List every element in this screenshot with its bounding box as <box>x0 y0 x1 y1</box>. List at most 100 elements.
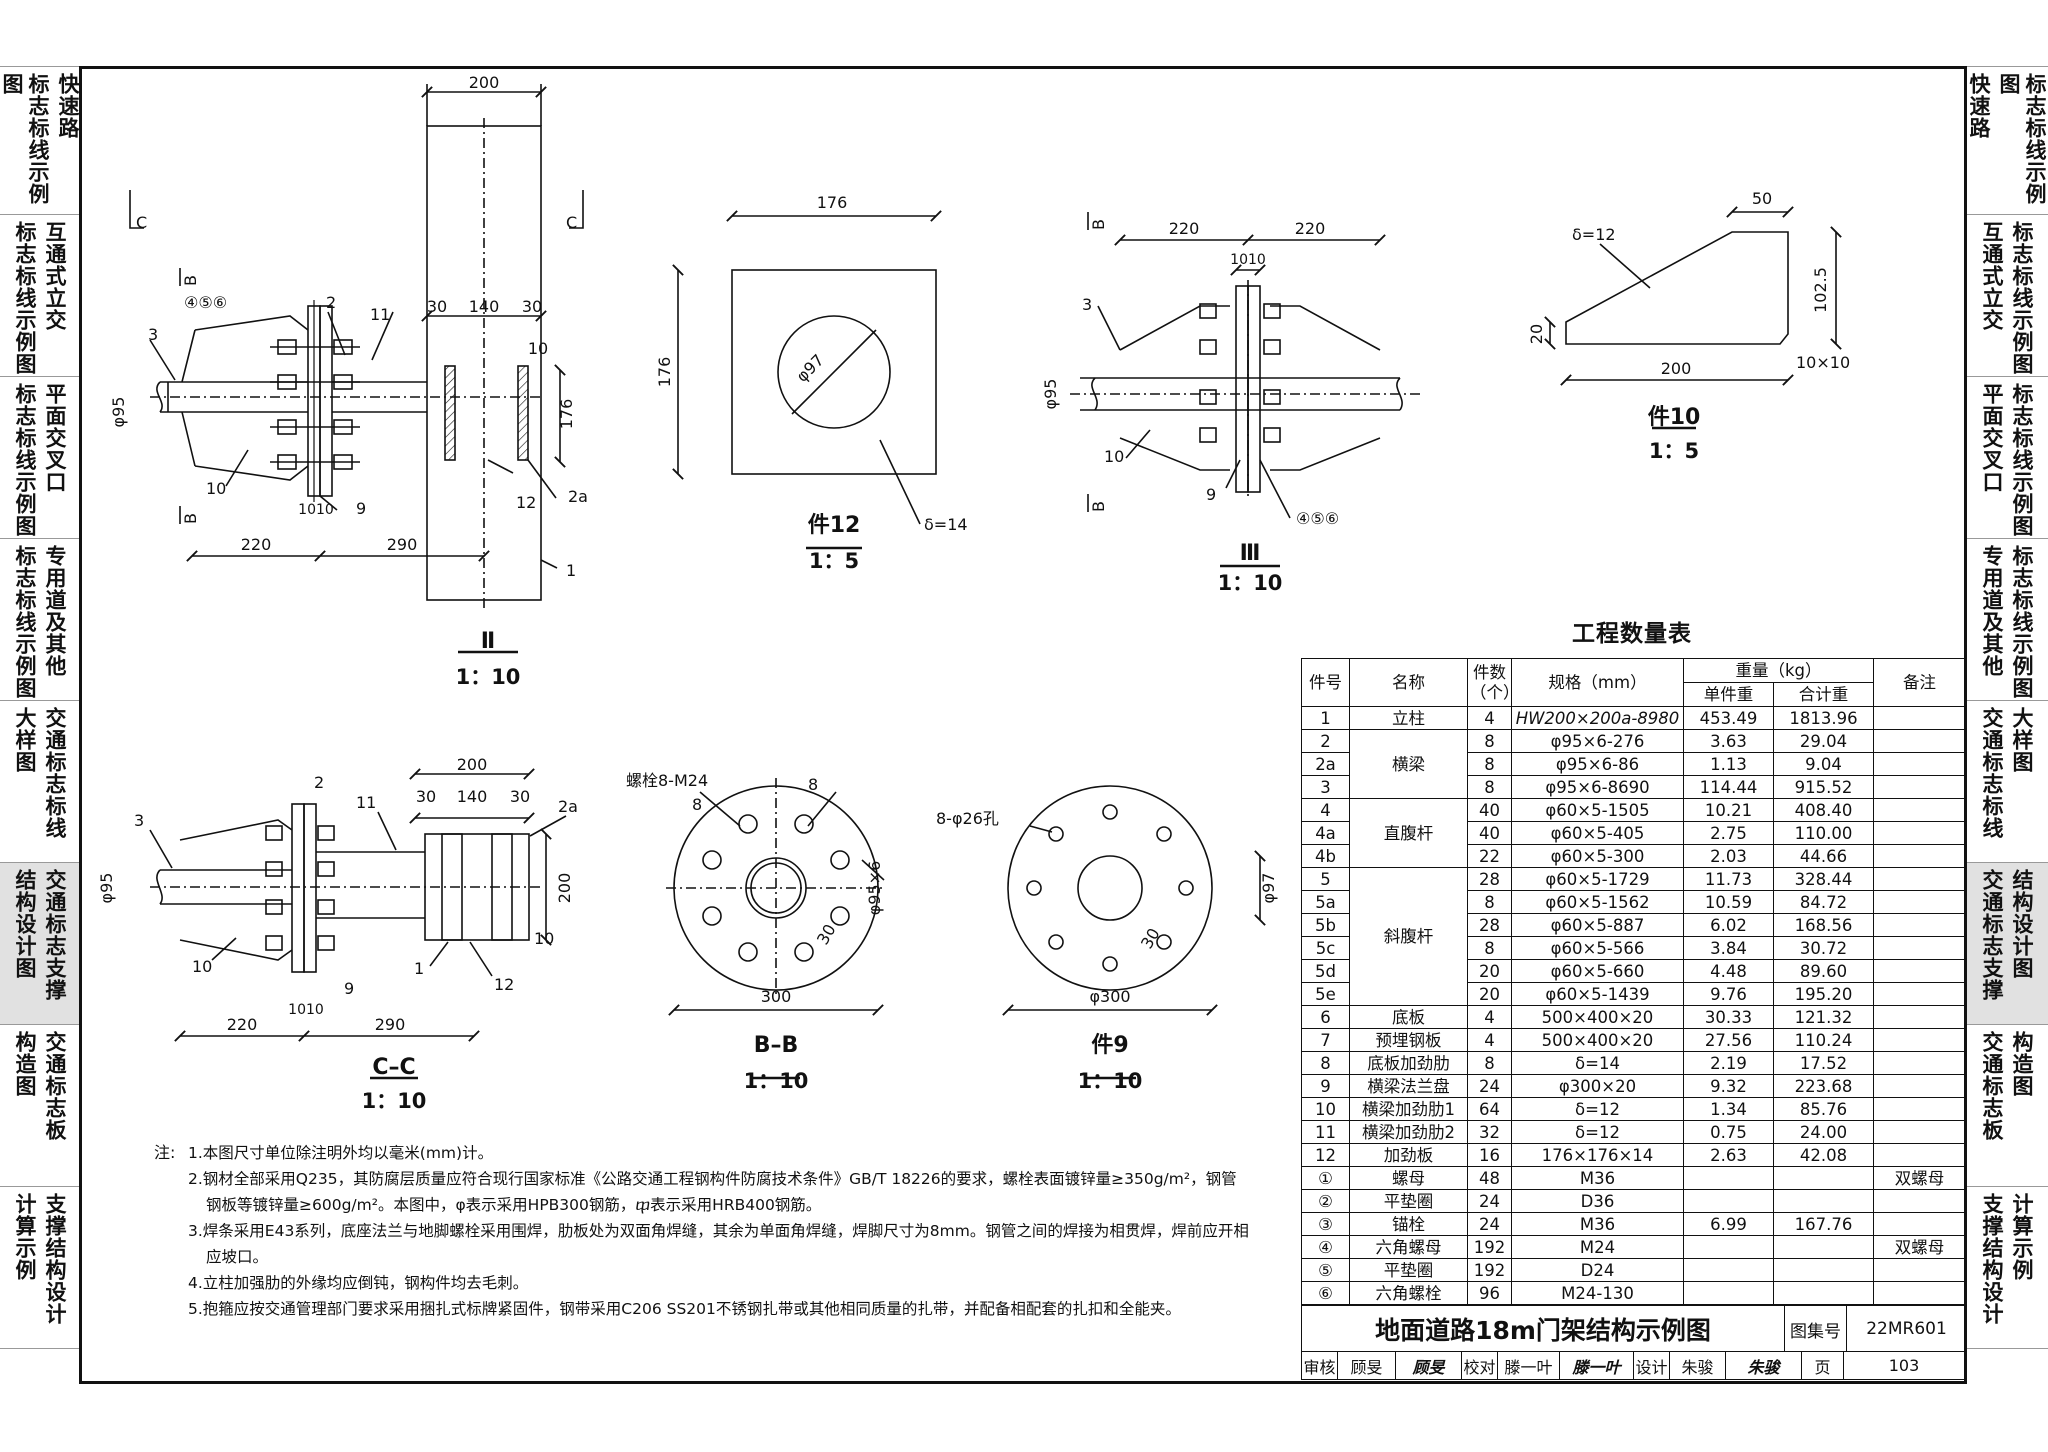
cell-unit <box>1683 1235 1774 1259</box>
bb-callout-8a: 8 <box>692 795 702 814</box>
right-tab-5[interactable]: 结构设计图交通标志支撑 <box>1966 863 2048 1025</box>
cell-total: 328.44 <box>1773 867 1874 891</box>
title-block: 地面道路18m门架结构示例图 图集号 22MR601 审核 顾旻 顾旻 校对 滕… <box>1301 1304 1965 1382</box>
cell-name: 螺母 <box>1349 1166 1468 1190</box>
d2-callout-1: 1 <box>566 561 576 580</box>
bb-dim-phi: φ95×6 <box>865 861 884 916</box>
cell-spec: φ60×5-660 <box>1511 959 1684 983</box>
cell-total <box>1773 1166 1874 1190</box>
cell-count: 4 <box>1467 1005 1512 1029</box>
left-tab-4[interactable]: 交通标志标线大样图 <box>0 701 80 863</box>
cc-title: C–C <box>372 1055 415 1080</box>
right-tab-2-text-0: 标志标线示例图 <box>2010 383 2034 537</box>
cell-spec: δ=12 <box>1511 1120 1684 1144</box>
left-tab-5[interactable]: 交通标志支撑结构设计图 <box>0 863 80 1025</box>
note-item: 3.焊条采用E43系列，底座法兰与地脚螺栓采用围焊，肋板处为双面角焊缝，其余为单… <box>188 1222 1249 1266</box>
th-weight: 重量（kg） <box>1683 658 1874 683</box>
cell-spec: 500×400×20 <box>1511 1028 1684 1052</box>
left-tab-7[interactable]: 支撑结构设计计算示例 <box>0 1187 80 1349</box>
p10-dim-10x10: 10×10 <box>1796 353 1850 372</box>
cc-dim-1010: 1010 <box>288 1002 324 1018</box>
cell-count: 20 <box>1467 959 1512 983</box>
cell-no: 3 <box>1301 775 1350 799</box>
note-item: 2.钢材全部采用Q235，其防腐层质量应符合现行国家标准《公路交通工程钢构件防腐… <box>188 1170 1237 1214</box>
p10-scale: 1：5 <box>1649 439 1699 463</box>
drawing-title: 地面道路18m门架结构示例图 <box>1302 1306 1785 1352</box>
cell-spec: HW200×200a-8980 <box>1511 706 1684 730</box>
left-tab-0[interactable]: 快速路标志标线示例图 <box>0 67 80 215</box>
cell-no: 4a <box>1301 821 1350 845</box>
right-tab-5-text-0: 结构设计图 <box>2010 869 2034 979</box>
cell-count: 24 <box>1467 1189 1512 1213</box>
right-tab-6[interactable]: 构造图交通标志板 <box>1966 1025 2048 1187</box>
cell-unit: 6.99 <box>1683 1212 1774 1236</box>
cell-spec: M24 <box>1511 1235 1684 1259</box>
cell-spec: M24-130 <box>1511 1281 1684 1305</box>
d2-callout-2: 2 <box>326 293 336 312</box>
cell-count: 28 <box>1467 867 1512 891</box>
cell-no: 9 <box>1301 1074 1350 1098</box>
p12-scale: 1：5 <box>809 549 859 573</box>
cell-count: 8 <box>1467 1051 1512 1075</box>
cell-remark <box>1873 706 1966 730</box>
right-tab-1[interactable]: 标志标线示例图互通式立交 <box>1966 215 2048 377</box>
cell-unit: 2.19 <box>1683 1051 1774 1075</box>
cell-unit: 2.03 <box>1683 844 1774 868</box>
right-tab-0[interactable]: 标志标线示例图快速路 <box>1966 67 2048 215</box>
cell-spec: φ95×6-8690 <box>1511 775 1684 799</box>
right-tab-2[interactable]: 标志标线示例图平面交叉口 <box>1966 377 2048 539</box>
cell-unit: 30.33 <box>1683 1005 1774 1029</box>
cell-total: 17.52 <box>1773 1051 1874 1075</box>
right-tab-4[interactable]: 大样图交通标志标线 <box>1966 701 2048 863</box>
d3-callout-10: 10 <box>1104 447 1124 466</box>
cell-name: 六角螺母 <box>1349 1235 1468 1259</box>
bolts-cc <box>265 825 335 951</box>
cell-no: 12 <box>1301 1143 1350 1167</box>
cell-count: 28 <box>1467 913 1512 937</box>
left-tab-3[interactable]: 专用道及其他标志标线示例图 <box>0 539 80 701</box>
d2-callout-3: 3 <box>148 325 158 344</box>
cell-remark <box>1873 752 1966 776</box>
d2-mark-b2: B <box>181 513 200 524</box>
drawing-3 <box>1070 212 1420 568</box>
right-tab-7[interactable]: 计算示例支撑结构设计 <box>1966 1187 2048 1349</box>
cell-total: 9.04 <box>1773 752 1874 776</box>
d2-callout-10: 10 <box>206 479 226 498</box>
cell-unit: 4.48 <box>1683 959 1774 983</box>
cc-dim-10: 10 <box>534 929 554 948</box>
left-tab-1[interactable]: 互通式立交标志标线示例图 <box>0 215 80 377</box>
left-tab-6[interactable]: 交通标志板构造图 <box>0 1025 80 1187</box>
checker-name: 滕一叶 <box>1498 1352 1560 1379</box>
p12-dim-phi: φ97 <box>792 350 827 385</box>
cell-spec: φ60×5-1562 <box>1511 890 1684 914</box>
qty-table-title: 工程数量表 <box>1572 621 1692 647</box>
cc-callout-2: 2 <box>314 773 324 792</box>
cell-total: 44.66 <box>1773 844 1874 868</box>
cell-spec: φ60×5-1505 <box>1511 798 1684 822</box>
right-tab-3[interactable]: 标志标线示例图专用道及其他 <box>1966 539 2048 701</box>
th-remark: 备注 <box>1873 658 1966 707</box>
cell-no: 7 <box>1301 1028 1350 1052</box>
cell-count: 8 <box>1467 890 1512 914</box>
cell-remark <box>1873 982 1966 1006</box>
right-tab-4-text-1: 交通标志标线 <box>1980 707 2004 839</box>
d3-callout-456: ④⑤⑥ <box>1296 509 1339 528</box>
cell-name: 横梁 <box>1349 729 1468 799</box>
cell-no: 4b <box>1301 844 1350 868</box>
cell-unit: 2.63 <box>1683 1143 1774 1167</box>
cc-dim-30a: 30 <box>416 787 436 806</box>
left-tab-2[interactable]: 平面交叉口标志标线示例图 <box>0 377 80 539</box>
cell-remark <box>1873 775 1966 799</box>
cell-name: 直腹杆 <box>1349 798 1468 868</box>
right-tab-4-text-0: 大样图 <box>2010 707 2034 773</box>
cell-unit <box>1683 1189 1774 1213</box>
cell-count: 8 <box>1467 936 1512 960</box>
cell-remark <box>1873 1005 1966 1029</box>
